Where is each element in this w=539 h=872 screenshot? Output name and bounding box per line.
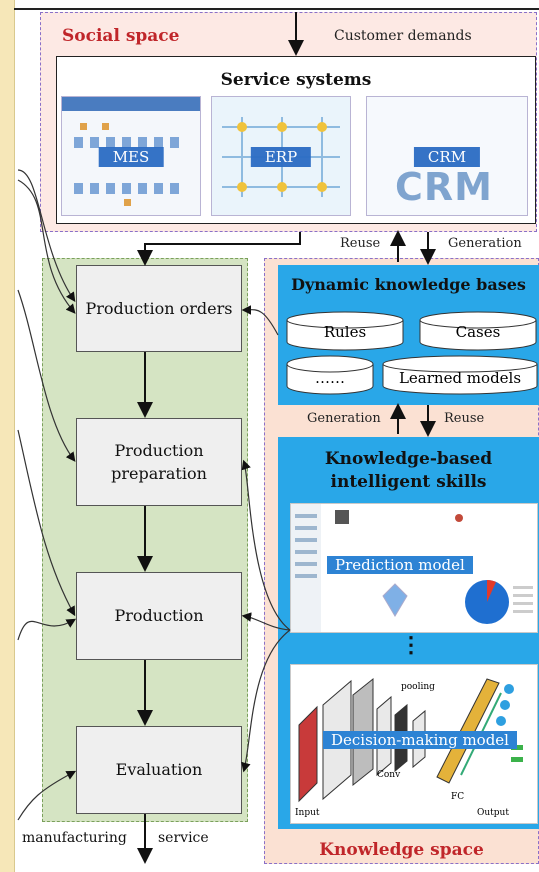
cnn-fc-label: FC <box>451 792 464 802</box>
generation-label-top: Generation <box>448 236 522 251</box>
social-space-title: Social space <box>62 26 180 46</box>
left-to-production-curve-2 <box>17 618 77 641</box>
skills-to-production-curve <box>241 612 291 631</box>
dynamic-knowledge-bases-title: Dynamic knowledge bases <box>291 275 526 294</box>
left-to-evaluation-curve <box>17 770 77 821</box>
left-to-production-curve <box>17 429 76 617</box>
cases-cylinder <box>419 311 537 351</box>
erp-flow-graphic <box>222 117 340 197</box>
cnn-pooling-label: pooling <box>401 682 435 692</box>
crm-screenshot: CRM CRM <box>366 96 528 216</box>
reuse-label-mid: Reuse <box>444 411 485 426</box>
crm-logo-text: CRM <box>395 165 493 209</box>
ellipsis-label: …… <box>315 369 345 387</box>
top-border-line <box>14 8 539 10</box>
production-preparation-box: Production preparation <box>76 418 242 506</box>
crm-label: CRM <box>413 147 481 167</box>
left-to-orders-curve-1 <box>17 169 76 302</box>
decision-model-label: Decision-making model <box>323 731 517 749</box>
left-to-orders-curve-2 <box>17 179 76 314</box>
services-to-orders-arrow <box>137 232 301 266</box>
kb-to-orders-curve <box>241 305 279 336</box>
manufacturing-output-label: manufacturing <box>22 830 127 846</box>
skills-to-preparation-curve <box>241 459 291 631</box>
prediction-dashboard-graphic <box>291 504 533 632</box>
cnn-output-label: Output <box>477 808 509 818</box>
mes-header-bar <box>62 97 200 111</box>
service-systems-title: Service systems <box>220 70 372 90</box>
intelligent-skills-title: Knowledge-based intelligent skills <box>278 448 539 494</box>
production-orders-box: Production orders <box>76 265 242 352</box>
service-output-label: service <box>158 830 209 846</box>
left-edge-strip <box>0 0 15 872</box>
mes-icon-grid <box>74 123 179 206</box>
production-box: Production <box>76 572 242 660</box>
prediction-model-screenshot: Prediction model <box>290 503 538 633</box>
learned-models-cylinder <box>382 355 538 395</box>
rules-cylinder <box>286 311 404 351</box>
mes-screenshot: MES <box>61 96 201 216</box>
cnn-conv-label: Conv <box>377 770 401 780</box>
erp-label: ERP <box>250 147 312 167</box>
rules-label: Rules <box>323 323 367 341</box>
cnn-input-label: Input <box>295 808 320 818</box>
intelligent-skills-title-line2: intelligent skills <box>330 471 487 492</box>
decision-model-screenshot: pooling Conv FC Input Output Decision-ma… <box>290 664 538 824</box>
skills-to-evaluation-curve <box>241 629 291 773</box>
skills-ellipsis: ⋮ <box>400 632 422 658</box>
knowledge-space-title: Knowledge space <box>319 840 484 860</box>
prediction-model-label: Prediction model <box>327 556 473 574</box>
learned-models-label: Learned models <box>398 369 522 387</box>
customer-demands-label: Customer demands <box>334 28 472 44</box>
evaluation-box: Evaluation <box>76 726 242 814</box>
intelligent-skills-title-line1: Knowledge-based <box>324 449 493 469</box>
generation-label-mid: Generation <box>307 411 381 426</box>
left-to-preparation-curve <box>17 289 76 462</box>
mes-label: MES <box>98 147 164 167</box>
ellipsis-cylinder <box>286 355 374 395</box>
reuse-label-top: Reuse <box>340 236 381 251</box>
cases-label: Cases <box>455 323 501 341</box>
erp-screenshot: ERP <box>211 96 351 216</box>
